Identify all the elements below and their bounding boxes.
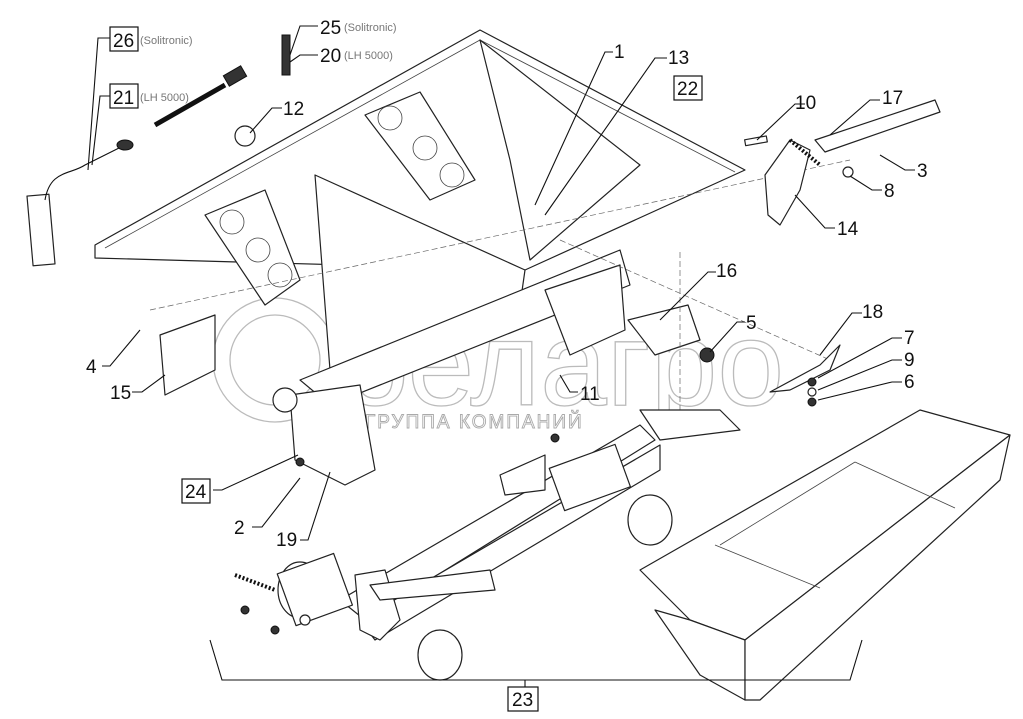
leader-lines	[87, 25, 915, 687]
svg-text:25: 25	[320, 18, 341, 39]
side-parts	[699, 99, 941, 407]
roller-frame	[234, 387, 741, 681]
callout-12: 12	[283, 99, 304, 120]
callout-17: 17	[882, 88, 903, 109]
callout-23: 23	[507, 686, 539, 712]
callout-10: 10	[795, 93, 816, 114]
callout-9: 9	[904, 350, 915, 371]
callout-11: 11	[580, 384, 600, 405]
collector-tray	[639, 409, 1011, 701]
svg-text:(Solitronic): (Solitronic)	[344, 22, 397, 34]
svg-text:(Solitronic): (Solitronic)	[140, 35, 193, 47]
sensor-cable	[26, 34, 291, 267]
callout-labels: 26 (Solitronic) 21 (LH 5000) 25 (Solitro…	[86, 18, 928, 712]
svg-text:23: 23	[512, 690, 533, 711]
svg-text:21: 21	[113, 88, 134, 109]
callout-2: 2	[234, 518, 245, 539]
svg-text:26: 26	[113, 31, 134, 52]
svg-text:24: 24	[185, 482, 207, 503]
callout-3: 3	[917, 161, 928, 182]
callout-25: 25 (Solitronic)	[320, 18, 397, 39]
callout-4: 4	[86, 357, 97, 378]
callout-14: 14	[837, 219, 859, 240]
callout-22: 22	[673, 75, 703, 101]
svg-text:22: 22	[677, 79, 698, 100]
callout-1: 1	[614, 42, 625, 63]
callout-8: 8	[884, 181, 895, 202]
callout-20: 20 (LH 5000)	[320, 46, 393, 67]
callout-18: 18	[862, 302, 883, 323]
svg-text:(LH 5000): (LH 5000)	[140, 92, 189, 104]
callout-21: 21 (LH 5000)	[109, 83, 189, 109]
callout-16: 16	[716, 261, 737, 282]
callout-7: 7	[904, 328, 915, 349]
hopper-frame	[94, 29, 851, 486]
callout-13: 13	[668, 48, 689, 69]
watermark-subtitle: ГРУППА КОМПАНИЙ	[365, 411, 584, 433]
callout-6: 6	[904, 372, 915, 393]
callout-5: 5	[746, 313, 757, 334]
group-bracket	[209, 639, 863, 681]
callout-24: 24	[181, 478, 211, 504]
callout-15: 15	[110, 383, 131, 404]
svg-text:20: 20	[320, 46, 341, 67]
callout-19: 19	[276, 530, 297, 551]
callout-26: 26 (Solitronic)	[109, 26, 193, 52]
svg-text:(LH 5000): (LH 5000)	[344, 50, 393, 62]
